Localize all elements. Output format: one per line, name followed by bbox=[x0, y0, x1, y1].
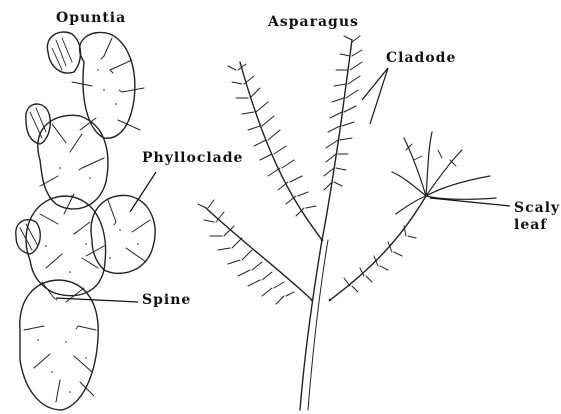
asparagus-cladodes-upper-right bbox=[324, 36, 362, 190]
asparagus-scaly-cluster bbox=[392, 132, 496, 214]
asparagus-main-stem bbox=[300, 40, 352, 410]
opuntia-spines bbox=[24, 38, 150, 402]
label-spine: Spine bbox=[142, 292, 191, 309]
asparagus-cladodes-lower-left bbox=[198, 200, 294, 304]
opuntia-areoles bbox=[54, 56, 122, 329]
label-scaly-leaf-line2: leaf bbox=[514, 217, 560, 234]
asparagus-lower-branch bbox=[206, 208, 312, 300]
label-phylloclade: Phylloclade bbox=[142, 150, 243, 167]
label-scaly-leaf-line1: Scaly bbox=[514, 200, 560, 217]
leader-lines bbox=[56, 68, 510, 302]
opuntia-drawing bbox=[16, 32, 155, 410]
asparagus-left-branch bbox=[240, 62, 322, 240]
asparagus-drawing bbox=[198, 36, 496, 410]
label-scaly-leaf: Scaly leaf bbox=[514, 200, 560, 234]
leader-cladode-a bbox=[362, 68, 388, 100]
leader-phylloclade bbox=[130, 172, 156, 212]
label-opuntia: Opuntia bbox=[56, 10, 126, 27]
opuntia-small-lobe bbox=[47, 32, 80, 73]
asparagus-cladodes-upper-left bbox=[228, 64, 316, 216]
asparagus-right-branch bbox=[330, 196, 426, 300]
label-cladode: Cladode bbox=[386, 50, 456, 67]
asparagus-right-leaflets bbox=[344, 226, 416, 292]
leader-cladode-b bbox=[370, 68, 388, 124]
opuntia-mid-pad bbox=[38, 115, 108, 209]
label-asparagus: Asparagus bbox=[268, 14, 359, 31]
